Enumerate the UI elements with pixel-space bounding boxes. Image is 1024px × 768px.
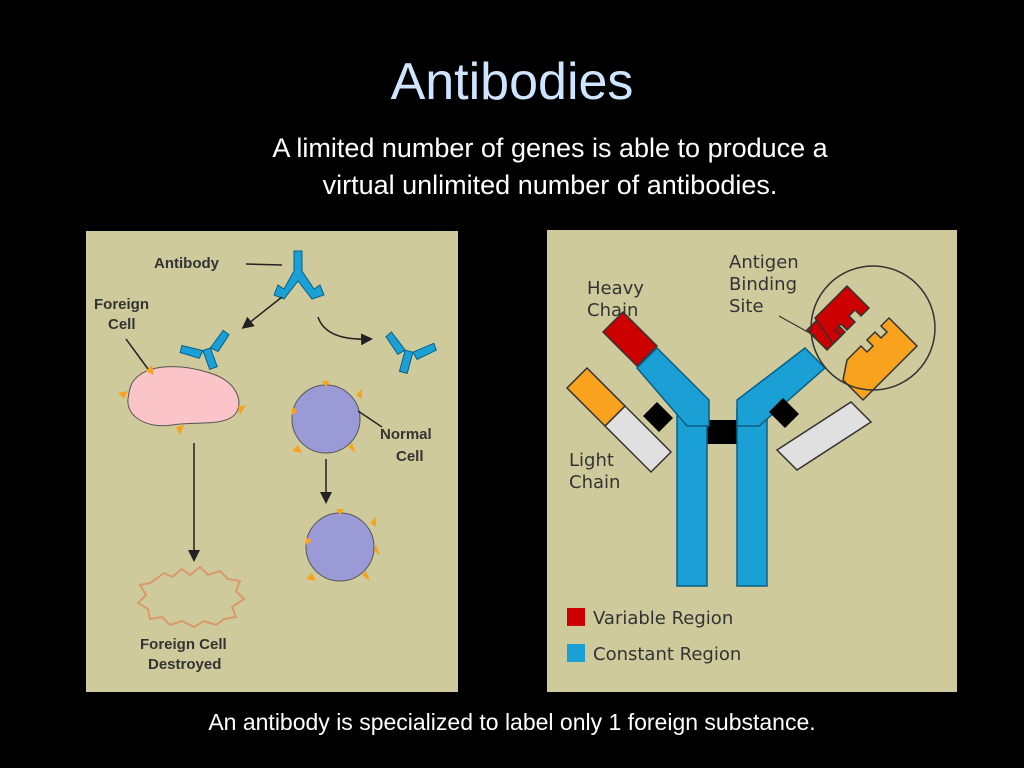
- heavy-chain-arm-right: [736, 347, 827, 427]
- antigen-label-3: Site: [729, 296, 764, 317]
- light-chain-label-1: Light: [569, 450, 614, 471]
- antigen-site-red: [814, 284, 871, 346]
- normal-cell-pointer: [357, 410, 383, 428]
- disulfide-left: [643, 402, 673, 432]
- antibody-pointer-line: [245, 263, 283, 266]
- antibody-action-diagram: Antibody Foreign Cell: [86, 231, 458, 692]
- legend-label-variable: Variable Region: [593, 608, 733, 629]
- antibody-action-svg: Antibody Foreign Cell: [94, 250, 437, 673]
- heavy-chain-stem-left: [676, 409, 708, 587]
- legend-swatch-variable: [567, 608, 585, 626]
- antibody-label: Antibody: [154, 255, 220, 272]
- light-constant-right: [775, 401, 873, 471]
- subtitle-line-2: virtual unlimited number of antibodies.: [322, 170, 778, 200]
- antibody-structure-diagram: Heavy Chain Antigen Binding Site Light C…: [547, 230, 957, 692]
- antigen-label-2: Binding: [729, 274, 797, 295]
- destroyed-label-1: Foreign Cell: [140, 636, 227, 653]
- slide-title: Antibodies: [390, 53, 634, 111]
- arrow-to-free-antibody: [317, 316, 373, 346]
- binding-antibody-icon: [179, 329, 230, 371]
- destroyed-label-2: Destroyed: [148, 656, 221, 673]
- heavy-chain-label-2: Chain: [587, 300, 638, 321]
- antibody-structure-svg: Heavy Chain Antigen Binding Site Light C…: [565, 252, 936, 665]
- normal-cell-bottom: [305, 509, 380, 582]
- light-chain-label-2: Chain: [569, 472, 620, 493]
- antigen-binding-circle: [810, 265, 936, 391]
- normal-cell-label-1: Normal: [380, 426, 432, 443]
- heavy-variable-left: [601, 310, 659, 368]
- antibody-icon: [273, 250, 325, 300]
- slide-subtitle: A limited number of genes is able to pro…: [180, 130, 920, 204]
- antigen-site-orange: [842, 316, 919, 402]
- arrow-to-foreign-cell: [241, 296, 283, 329]
- slide-caption: An antibody is specialized to label only…: [208, 709, 816, 735]
- normal-cell-top: [291, 381, 362, 454]
- heavy-chain-label-1: Heavy: [587, 278, 644, 299]
- heavy-chain-stem-right: [736, 409, 768, 587]
- disulfide-right: [769, 398, 799, 428]
- legend-swatch-constant: [567, 644, 585, 662]
- subtitle-line-1: A limited number of genes is able to pro…: [272, 133, 828, 163]
- light-variable-left: [565, 366, 627, 428]
- foreign-cell-shape: [127, 366, 240, 427]
- legend-label-constant: Constant Region: [593, 644, 741, 665]
- foreign-cell-label-1: Foreign: [94, 296, 149, 313]
- foreign-cell-antigens: [118, 365, 246, 435]
- free-antibody-icon: [385, 331, 437, 375]
- antigen-label-1: Antigen: [729, 252, 799, 273]
- destroyed-cell-outline: [136, 565, 246, 629]
- foreign-cell-label-2: Cell: [108, 316, 136, 333]
- antigen-pointer-line: [778, 315, 816, 337]
- heavy-chain-arm-left: [635, 346, 710, 427]
- foreign-cell-pointer: [125, 338, 149, 370]
- normal-cell-label-2: Cell: [396, 448, 424, 465]
